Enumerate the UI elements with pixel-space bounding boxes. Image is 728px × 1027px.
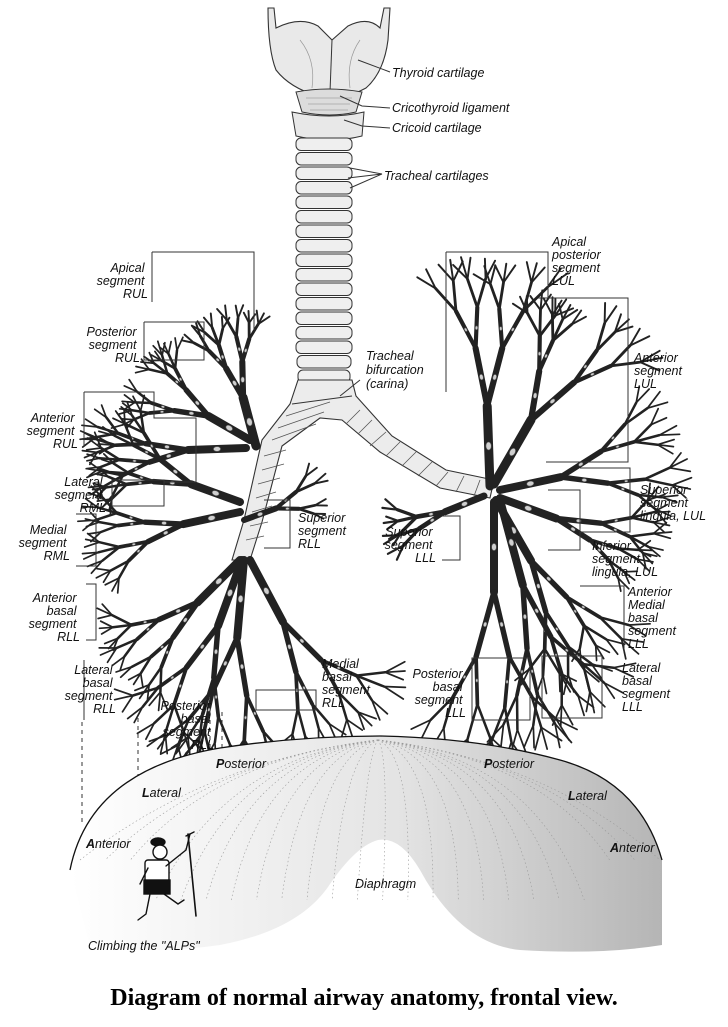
leader-lines xyxy=(339,59,391,397)
diaphragm-left-anterior: Anterior xyxy=(85,837,131,851)
label-posterior-basal-segment-rll: Posterior basal segment RLL xyxy=(160,699,214,752)
tracheal-ring xyxy=(295,268,353,282)
diaphragm-right-anterior: Anterior xyxy=(609,841,655,855)
label-anterior-basal-segment-rll: Anterior basal segment RLL xyxy=(29,591,80,644)
larynx xyxy=(267,7,391,141)
diaphragm-fiber xyxy=(377,739,585,901)
label-posterior-segment-rul: Posterior segment RUL xyxy=(86,325,140,365)
bronchial-tree xyxy=(77,256,693,794)
diaphragm-left-lateral: Lateral xyxy=(142,786,182,800)
diaphragm-fibers xyxy=(79,739,661,901)
label-lateral-basal-segment-rll: Lateral basal segment RLL xyxy=(65,663,116,716)
tracheal-ring xyxy=(295,210,353,224)
diaphragm-dome xyxy=(70,736,662,952)
label-inferior-segment-lingula: Inferior segment lingula, LUL xyxy=(592,539,658,579)
tracheal-ring xyxy=(295,195,353,209)
label-medial-segment-rml: Medial segment RML xyxy=(19,523,70,563)
diaphragm-right-posterior: Posterior xyxy=(484,757,535,771)
label-tracheal-cartilages: Tracheal cartilages xyxy=(384,169,489,183)
label-thyroid-cartilage: Thyroid cartilage xyxy=(392,66,484,80)
label-apical-posterior-segment-lul: Apical posterior segment LUL xyxy=(551,235,604,288)
label-lateral-segment-rml: Lateral segment RML xyxy=(55,475,106,515)
label-apical-segment-rul: Apical segment RUL xyxy=(97,261,148,301)
figure-caption: Diagram of normal airway anatomy, fronta… xyxy=(110,985,618,1011)
tracheal-ring xyxy=(295,181,353,195)
thyroid-cartilage xyxy=(267,7,391,97)
diaphragm-fiber xyxy=(377,739,509,901)
label-lateral-basal-segment-lll: Lateral basal segment LLL xyxy=(622,661,673,714)
labels: Thyroid cartilage Cricothyroid ligament … xyxy=(19,66,707,752)
tracheal-ring xyxy=(296,355,352,369)
tracheal-ring xyxy=(295,166,353,180)
label-anterior-segment-rul: Anterior segment RUL xyxy=(27,411,78,451)
diaphragm-fiber xyxy=(256,739,379,901)
tracheal-ring xyxy=(295,297,353,311)
climber-figure xyxy=(137,831,197,921)
segment-brackets xyxy=(76,251,631,826)
diaphragm-fiber xyxy=(377,739,661,861)
diaphragm: Diaphragm Posterior Lateral Anterior Pos… xyxy=(69,735,663,953)
diaphragm-fiber xyxy=(377,739,535,901)
diaphragm-fiber xyxy=(377,739,386,901)
label-carina: Tracheal bifurcation (carina) xyxy=(366,349,427,391)
tracheal-ring xyxy=(295,152,353,166)
label-anterior-segment-lul: Anterior segment LUL xyxy=(633,351,685,391)
diaphragm-label: Diaphragm xyxy=(355,877,416,891)
tracheal-ring xyxy=(295,239,353,253)
diaphragm-fiber xyxy=(357,739,379,901)
cricothyroid-ligament xyxy=(295,88,363,116)
trachea xyxy=(295,137,353,383)
tracheal-ring xyxy=(295,224,353,238)
tracheal-ring xyxy=(295,137,353,151)
label-posterior-basal-segment-lll: Posterior basal segment LLL xyxy=(412,667,466,720)
label-superior-segment-rll: Superior segment RLL xyxy=(298,511,349,551)
label-superior-segment-lingula: Superior segment lingula, LUL xyxy=(640,483,706,523)
diaphragm-fiber xyxy=(130,739,379,861)
diaphragm-fiber xyxy=(377,739,409,901)
tracheal-ring xyxy=(295,326,353,340)
main-bronchi xyxy=(231,379,495,561)
label-anterior-medial-basal-segment-lll: Anterior Medial basal segment LLL xyxy=(627,585,679,651)
diaphragm-fiber xyxy=(205,739,379,901)
diaphragm-fiber xyxy=(377,739,459,901)
diaphragm-fiber xyxy=(377,739,560,901)
tracheal-ring xyxy=(295,311,353,325)
diaphragm-fiber xyxy=(331,739,379,901)
diaphragm-right-lateral: Lateral xyxy=(568,789,608,803)
cricoid-cartilage xyxy=(291,111,365,141)
label-cricoid-cartilage: Cricoid cartilage xyxy=(392,121,482,135)
label-medial-basal-segment-rll: Medial basal segment RLL xyxy=(322,657,373,710)
tracheal-ring xyxy=(295,282,353,296)
diaphragm-left-posterior: Posterior xyxy=(216,757,267,771)
diaphragm-fiber xyxy=(306,739,379,901)
diaphragm-fiber xyxy=(231,739,379,901)
tracheal-ring xyxy=(295,340,353,354)
label-cricothyroid-ligament: Cricothyroid ligament xyxy=(392,101,510,115)
diaphragm-fiber xyxy=(180,739,379,901)
label-superior-segment-lll: Superior segment LLL xyxy=(385,525,436,565)
tracheal-ring xyxy=(295,253,353,267)
climber-caption: Climbing the "ALPs" xyxy=(88,939,200,953)
